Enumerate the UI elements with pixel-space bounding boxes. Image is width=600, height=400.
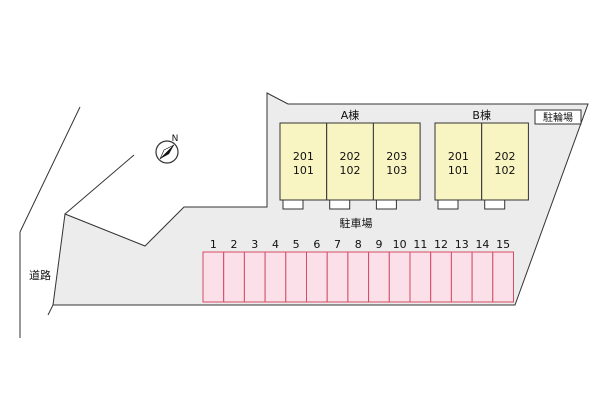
parking-space-number: 5 [293, 238, 300, 251]
parking-space-number: 3 [251, 238, 258, 251]
parking-space-number: 6 [313, 238, 320, 251]
parking-space-number: 10 [393, 238, 407, 251]
compass-north-label: N [172, 134, 179, 144]
unit-upper-number: 201 [293, 150, 314, 163]
parking-space [368, 251, 390, 303]
road-edge-left [19, 106, 81, 233]
parking-space [388, 251, 411, 303]
parking-space-number: 1 [210, 238, 217, 251]
parking-space [243, 251, 266, 303]
unit-entrance [437, 199, 459, 210]
unit-lower-number: 102 [495, 164, 516, 177]
bicycle-parking: 駐輪場 [534, 109, 582, 125]
parking-space-number: 2 [231, 238, 238, 251]
parking-space [409, 251, 432, 303]
parking-space [347, 251, 370, 303]
unit-lower-number: 101 [448, 164, 469, 177]
parking-space [492, 251, 514, 303]
parking-space [430, 251, 452, 303]
north-arrow-icon: N [155, 134, 179, 164]
parking-space-number: 4 [272, 238, 279, 251]
parking-space-number: 13 [455, 238, 469, 251]
unit-entrance [329, 199, 351, 210]
unit-upper-number: 202 [340, 150, 361, 163]
parking-space-number: 15 [496, 238, 510, 251]
unit-lower-number: 101 [293, 164, 314, 177]
unit-upper-number: 202 [495, 150, 516, 163]
building-name: B棟 [472, 108, 491, 122]
parking-space [223, 251, 245, 303]
unit-upper-number: 201 [448, 150, 469, 163]
parking-space [202, 251, 225, 303]
parking-space [306, 251, 328, 303]
unit-lower-number: 103 [386, 164, 407, 177]
unit-entrance [484, 199, 506, 210]
unit-upper-number: 203 [386, 150, 407, 163]
road-edge-right [64, 154, 135, 215]
apartment-unit [372, 122, 421, 201]
road-label: 道路 [29, 268, 51, 282]
parking-space-number: 7 [334, 238, 341, 251]
parking-space [326, 251, 349, 303]
bicycle-parking-label: 駐輪場 [543, 111, 573, 124]
parking-space-number: 14 [475, 238, 489, 251]
parking-space-number: 9 [375, 238, 382, 251]
parking-space [450, 251, 473, 303]
parking-lot-label: 駐車場 [340, 216, 373, 230]
apartment-unit [481, 122, 529, 201]
unit-entrance [375, 199, 397, 210]
parking-space-number: 8 [355, 238, 362, 251]
unit-entrance [282, 199, 304, 210]
parking-space-number: 11 [413, 238, 427, 251]
building-name: A棟 [341, 108, 360, 122]
parking-space [264, 251, 287, 303]
parking-space-number: 12 [434, 238, 448, 251]
parking-space [285, 251, 307, 303]
parking-space [471, 251, 494, 303]
unit-lower-number: 102 [340, 164, 361, 177]
road-edge-right-lower [47, 304, 54, 316]
